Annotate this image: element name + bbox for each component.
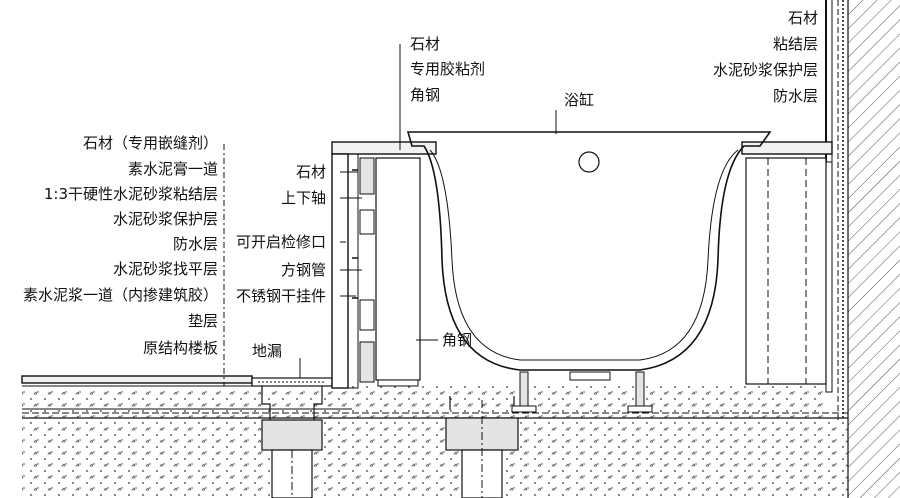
drain-trap <box>261 419 323 451</box>
wall <box>825 0 900 498</box>
apron-frame <box>375 157 421 381</box>
floor-drain-label: 地漏 <box>252 342 282 360</box>
tub-inner <box>429 149 739 361</box>
angle-steel-label: 角钢 <box>442 331 472 349</box>
labels-wall: 石材 粘结层 水泥砂浆保护层 防水层 <box>713 9 818 105</box>
wall-lower-stone <box>825 161 833 393</box>
square-tube-bottom <box>359 341 375 383</box>
tub-leg-left <box>519 371 529 411</box>
left-label-3: 1:3干硬性水泥砂浆粘结层 <box>44 185 218 203</box>
stainless-hangers <box>352 169 358 299</box>
bathtub <box>406 131 772 413</box>
apron-mid-label-1: 石材 <box>296 163 326 181</box>
left-label-2: 素水泥膏一道 <box>128 160 218 178</box>
floor-stone <box>21 375 253 384</box>
wall-label-4: 防水层 <box>773 87 818 105</box>
leader-lines <box>223 18 827 386</box>
tub-foot-left <box>511 405 537 413</box>
left-label-5: 防水层 <box>173 235 218 253</box>
bathtub-label: 浴缸 <box>564 91 594 109</box>
apron-top-label-3: 角钢 <box>410 86 440 104</box>
apron-wall <box>331 141 437 389</box>
right-frame <box>745 157 827 385</box>
wall-label-1: 石材 <box>788 9 818 27</box>
apron-top-label-2: 专用胶粘剂 <box>410 60 485 78</box>
left-label-9: 原结构楼板 <box>143 339 218 357</box>
tub-outlet <box>569 371 611 381</box>
labels-apron-top: 石材 专用胶粘剂 角钢 <box>410 35 485 104</box>
labels-apron-mid: 石材 上下轴 可开启检修口 方钢管 不锈钢干挂件 <box>236 163 326 305</box>
apron-mid-label-4: 方钢管 <box>281 261 326 279</box>
left-label-4: 水泥砂浆保护层 <box>113 210 218 228</box>
wall-label-3: 水泥砂浆保护层 <box>713 61 818 79</box>
left-label-8: 垫层 <box>188 312 218 330</box>
tub-pipe <box>461 449 503 498</box>
left-label-6: 水泥砂浆找平层 <box>113 260 218 278</box>
overflow-hole <box>578 151 600 173</box>
apron-cap-stone <box>331 141 437 155</box>
floor-layers <box>21 375 848 498</box>
labels-left-layers: 石材（专用嵌缝剂） 素水泥膏一道 1:3干硬性水泥砂浆粘结层 水泥砂浆保护层 防… <box>23 134 218 357</box>
tub-shell <box>406 131 772 371</box>
drain-body <box>261 386 323 426</box>
square-tube-hinge <box>359 209 375 235</box>
right-support <box>741 141 833 385</box>
left-label-1: 石材（专用嵌缝剂） <box>83 134 218 152</box>
apron-foot <box>377 379 419 387</box>
wall-label-2: 粘结层 <box>773 35 818 53</box>
wall-hatch <box>848 0 900 498</box>
apron-face-stone <box>331 153 349 389</box>
right-cap-stone <box>741 141 833 155</box>
left-label-7: 素水泥浆一道（内掺建筑胶） <box>23 286 218 304</box>
square-tube-mid <box>359 299 375 331</box>
tub-leg-right <box>635 371 645 411</box>
tub-foot-right <box>627 405 653 413</box>
apron-mid-label-3: 可开启检修口 <box>236 233 326 251</box>
apron-bond-layer <box>347 153 359 389</box>
apron-mid-leaders <box>340 171 362 297</box>
tub-drain <box>445 396 519 498</box>
apron-mid-label-5: 不锈钢干挂件 <box>236 287 326 305</box>
square-tube-top <box>359 157 375 195</box>
apron-top-label-1: 石材 <box>410 35 440 53</box>
floor-drain <box>251 377 333 498</box>
structural-slab <box>22 418 848 498</box>
apron-mid-label-2: 上下轴 <box>281 189 326 207</box>
